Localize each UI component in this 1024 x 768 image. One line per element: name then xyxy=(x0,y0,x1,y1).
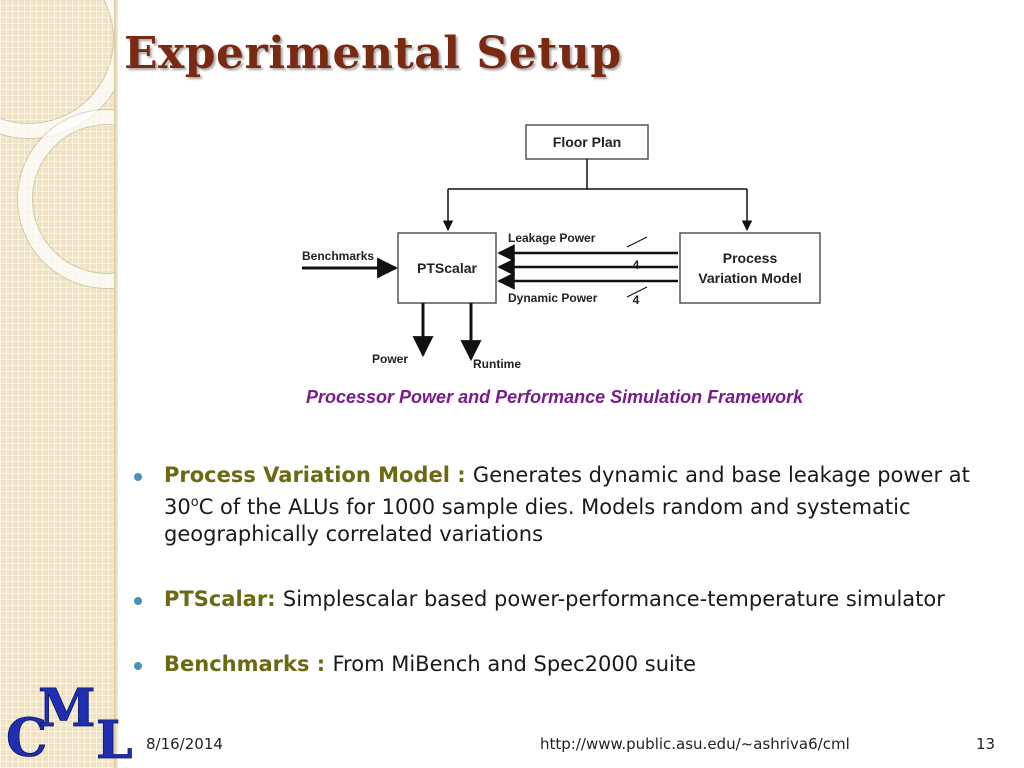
power-label: Power xyxy=(372,352,408,366)
logo-letter-c: C xyxy=(6,708,47,762)
logo-letter-m: M xyxy=(38,682,96,739)
bullet-dot-icon xyxy=(134,662,142,670)
list-item: PTScalar: Simplescalar based power-perfo… xyxy=(134,586,984,613)
benchmarks-label: Benchmarks xyxy=(302,249,374,263)
footer-page-number: 13 xyxy=(976,735,996,753)
leakage-bus-width: 4 xyxy=(633,258,640,272)
bullet-term: Benchmarks : xyxy=(164,652,333,676)
slide-title: Experimental Setup xyxy=(124,28,622,79)
dynamic-power-label: Dynamic Power xyxy=(508,291,598,305)
diagram-caption: Processor Power and Performance Simulati… xyxy=(306,387,804,407)
bullet-dot-icon xyxy=(134,473,142,481)
logo-letter-l: L xyxy=(96,710,133,762)
bullet-dot-icon xyxy=(134,597,142,605)
simulation-framework-diagram: Floor Plan PTScalar Process Variation Mo… xyxy=(302,124,821,371)
process-variation-model-box xyxy=(679,232,821,304)
list-item: Benchmarks : From MiBench and Spec2000 s… xyxy=(134,651,984,678)
bullet-text: Generates dynamic and base leakage power… xyxy=(164,463,970,519)
degree-superscript: o xyxy=(190,495,199,510)
bullet-text-continued: C of the ALUs for 1000 sample dies. Mode… xyxy=(164,495,911,546)
bullet-term: PTScalar: xyxy=(164,587,283,611)
dynamic-bus-width: 4 xyxy=(633,293,640,307)
runtime-label: Runtime xyxy=(473,357,521,371)
footer-date: 8/16/2014 xyxy=(146,735,223,753)
dynamic-bus-slash xyxy=(626,286,648,298)
floor-plan-label: Floor Plan xyxy=(553,134,621,150)
list-item: Process Variation Model : Generates dyna… xyxy=(134,462,984,548)
bullet-list: Process Variation Model : Generates dyna… xyxy=(134,462,984,716)
side-decoration-panel xyxy=(0,0,114,768)
ptscalar-label: PTScalar xyxy=(417,260,477,276)
leakage-power-label: Leakage Power xyxy=(508,231,596,245)
pvm-label-line2: Variation Model xyxy=(698,270,801,286)
side-panel-edge xyxy=(114,0,118,768)
bullet-text: Simplescalar based power-performance-tem… xyxy=(282,587,945,611)
bullet-text: From MiBench and Spec2000 suite xyxy=(332,652,697,676)
cml-logo: C M L xyxy=(6,682,133,762)
leakage-bus-slash xyxy=(626,236,648,248)
footer-url: http://www.public.asu.edu/~ashriva6/cml xyxy=(540,735,850,753)
floor-plan-box xyxy=(525,124,649,160)
bullet-term: Process Variation Model : xyxy=(164,463,473,487)
pvm-label-line1: Process xyxy=(723,250,778,266)
